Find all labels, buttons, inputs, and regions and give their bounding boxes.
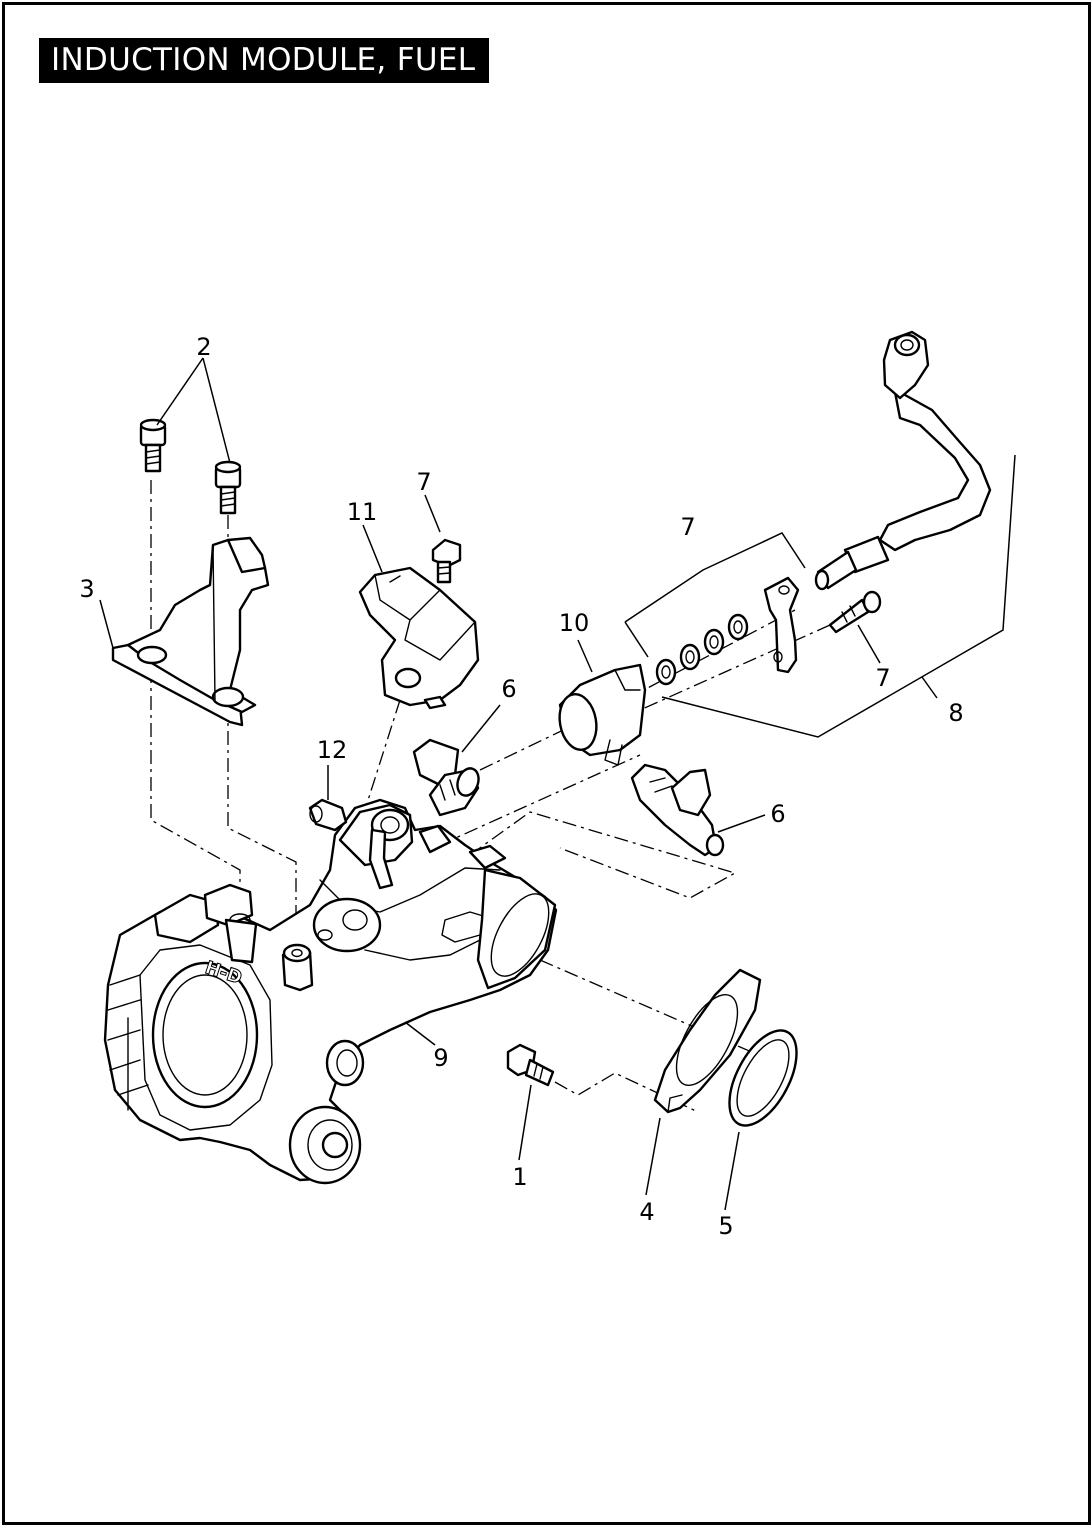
map-sensor bbox=[358, 566, 480, 710]
bracket-screw-b bbox=[214, 460, 242, 515]
o-ring-set bbox=[655, 613, 749, 686]
callout-7-clip-screw: 7 bbox=[875, 664, 890, 692]
intake-flange bbox=[653, 968, 762, 1114]
fuel-injector-rear bbox=[630, 763, 725, 857]
callout-6-front: 6 bbox=[501, 675, 516, 703]
clip-screw bbox=[828, 590, 882, 634]
callout-2: 2 bbox=[196, 333, 211, 361]
callout-10: 8 bbox=[948, 699, 963, 727]
leader-lines bbox=[99, 357, 1016, 1211]
callout-5: 5 bbox=[718, 1212, 733, 1240]
fuel-injector-front bbox=[412, 738, 480, 817]
callout-7-sensor-screw: 7 bbox=[416, 468, 431, 496]
induction-module-body: H-D bbox=[103, 798, 558, 1185]
callout-9: 11 bbox=[347, 498, 378, 526]
callout-12: 9 bbox=[433, 1044, 448, 1072]
fuel-line-clip bbox=[763, 576, 800, 674]
sensor-screw bbox=[431, 538, 462, 584]
vacuum-cap bbox=[308, 798, 348, 832]
callout-6-rear: 6 bbox=[770, 800, 785, 828]
callout-labels: 2 3 11 7 7 10 6 7 8 12 6 9 1 4 5 bbox=[79, 333, 963, 1240]
callout-8: 10 bbox=[559, 609, 590, 637]
callout-3: 3 bbox=[79, 575, 94, 603]
callout-4: 4 bbox=[639, 1198, 654, 1226]
support-bracket bbox=[111, 536, 270, 727]
intake-seal bbox=[728, 1029, 798, 1127]
diagram-title: INDUCTION MODULE, FUEL bbox=[39, 38, 490, 83]
bracket-screw-a bbox=[139, 418, 167, 473]
fuel-rail-fitting bbox=[558, 663, 647, 766]
flange-screw bbox=[506, 1043, 555, 1087]
callout-1: 1 bbox=[512, 1163, 527, 1191]
callout-11: 12 bbox=[317, 736, 348, 764]
fuel-supply-hose bbox=[814, 330, 992, 591]
callout-7-o-rings: 7 bbox=[680, 513, 695, 541]
